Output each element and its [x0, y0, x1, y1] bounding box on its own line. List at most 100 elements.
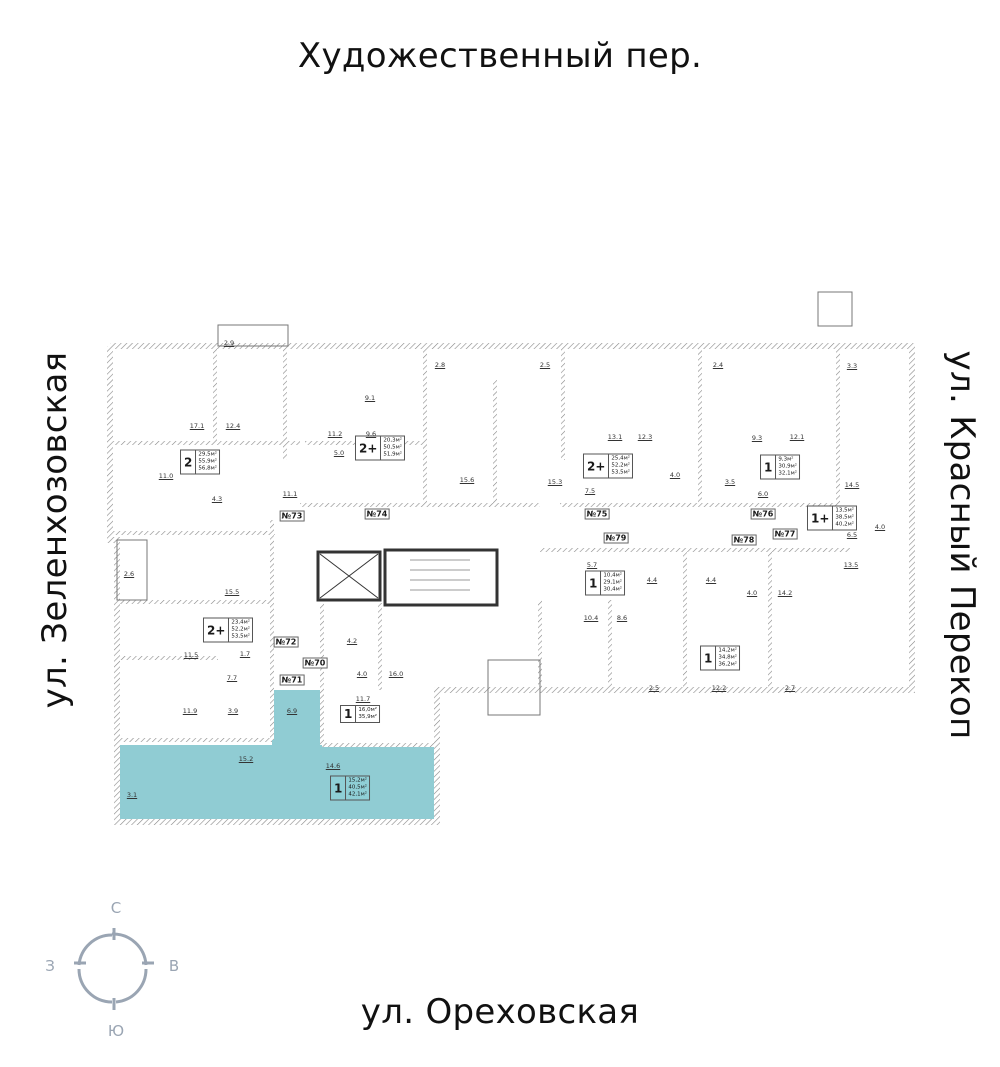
room-count: 1 — [589, 576, 598, 590]
room-area-label: 8.6 — [616, 614, 628, 622]
apartment-number[interactable]: №70 — [302, 657, 328, 669]
outer-walls — [107, 343, 915, 825]
room-area-label: 11.5 — [183, 651, 199, 659]
apartment-number[interactable]: №72 — [273, 636, 299, 648]
total-area-balcony: 56,8м² — [198, 465, 217, 472]
compass-east: В — [168, 957, 180, 975]
room-count: 2 — [184, 455, 193, 469]
room-area-label: 6.9 — [286, 707, 298, 715]
street-label-east: ул. Красный Перекоп — [942, 350, 982, 740]
room-area-label: 9.6 — [365, 430, 377, 438]
room-area-label: 7.7 — [226, 674, 238, 682]
total-area-balcony: 30,4м² — [603, 586, 622, 593]
apartment-number[interactable]: №73 — [279, 510, 305, 522]
room-count: 1 — [704, 651, 713, 665]
room-area-label: 15.3 — [547, 478, 563, 486]
room-area-label: 2.5 — [539, 361, 551, 369]
room-area-label: 9.1 — [364, 394, 376, 402]
living-area: 13,5м² — [835, 507, 855, 514]
room-area-label: 12.2 — [711, 684, 727, 692]
total-area-balcony: 42,1м² — [348, 791, 367, 798]
room-area-label: 4.2 — [346, 637, 358, 645]
room-area-label: 12.3 — [637, 433, 653, 441]
room-area-label: 6.0 — [757, 490, 769, 498]
apartment-number[interactable]: №74 — [364, 508, 390, 520]
apartment-number[interactable]: №79 — [603, 532, 629, 544]
total-area: 50,5м² — [383, 444, 403, 451]
room-area-label: 4.4 — [646, 576, 658, 584]
room-count: 2+ — [206, 623, 226, 637]
room-area-label: 12.1 — [789, 433, 805, 441]
compass-west: З — [45, 957, 55, 975]
total-area: 38,5м² — [835, 514, 855, 521]
apartment-number[interactable]: №76 — [750, 508, 776, 520]
room-area-label: 11.1 — [282, 490, 298, 498]
room-area-label: 4.4 — [705, 576, 717, 584]
total-area: 34,8м² — [718, 654, 737, 661]
room-area-label: 2.7 — [784, 684, 796, 692]
street-label-south: ул. Ореховская — [360, 992, 640, 1032]
total-area: 35,9м² — [358, 714, 377, 720]
room-area-label: 4.0 — [356, 670, 368, 678]
street-label-west: ул. Зеленхозовская — [35, 351, 75, 709]
room-area-label: 3.9 — [227, 707, 239, 715]
room-area-label: 3.1 — [126, 791, 138, 799]
living-area: 15,2м² — [348, 777, 367, 784]
room-area-label: 13.1 — [607, 433, 623, 441]
room-area-label: 13.5 — [843, 561, 859, 569]
stairwell — [316, 548, 499, 607]
apartment-number[interactable]: №78 — [731, 534, 757, 546]
room-area-label: 16.0 — [388, 670, 404, 678]
total-area-balcony: 51,9м² — [383, 451, 403, 458]
room-area-label: 9.3 — [751, 434, 763, 442]
room-area-label: 4.0 — [669, 471, 681, 479]
room-area-label: 11.2 — [327, 430, 343, 438]
room-area-label: 1.7 — [239, 650, 251, 658]
balconies — [116, 291, 853, 716]
total-area: 40,5м² — [348, 784, 367, 791]
apartment-number[interactable]: №77 — [772, 528, 798, 540]
compass-south: Ю — [107, 1022, 125, 1040]
room-area-label: 15.5 — [224, 588, 240, 596]
room-area-label: 2.9 — [223, 339, 235, 347]
total-area: 29,1м² — [603, 579, 622, 586]
total-area: 30,9м² — [778, 463, 797, 470]
room-area-label: 2.8 — [434, 361, 446, 369]
total-area-balcony: 53,5м² — [231, 633, 251, 640]
living-area: 29,5м² — [198, 451, 217, 458]
living-area: 10,4м² — [603, 572, 622, 579]
apartment-number[interactable]: №71 — [279, 674, 305, 686]
room-area-label: 5.0 — [333, 449, 345, 457]
total-area-balcony: 40,2м² — [835, 521, 855, 528]
room-area-label: 3.5 — [724, 478, 736, 486]
room-count: 1+ — [810, 511, 830, 525]
living-area: 9,3м² — [778, 456, 794, 463]
room-area-label: 15.6 — [459, 476, 475, 484]
total-area: 52,2м² — [611, 462, 631, 469]
room-area-label: 11.9 — [182, 707, 198, 715]
room-area-label: 4.0 — [746, 589, 758, 597]
apartment-number[interactable]: №75 — [584, 508, 610, 520]
room-count: 2+ — [358, 441, 378, 455]
room-area-label: 4.3 — [211, 495, 223, 503]
highlighted-apartment[interactable] — [117, 690, 437, 822]
living-area: 14,2м² — [718, 647, 737, 654]
room-count: 1 — [344, 707, 353, 721]
room-area-label: 11.0 — [158, 472, 174, 480]
compass-icon — [74, 928, 154, 1010]
room-area-label: 14.5 — [844, 481, 860, 489]
room-area-label: 7.5 — [584, 487, 596, 495]
total-area: 55,9м² — [198, 458, 217, 465]
room-area-label: 3.3 — [846, 362, 858, 370]
room-count: 2+ — [586, 459, 606, 473]
